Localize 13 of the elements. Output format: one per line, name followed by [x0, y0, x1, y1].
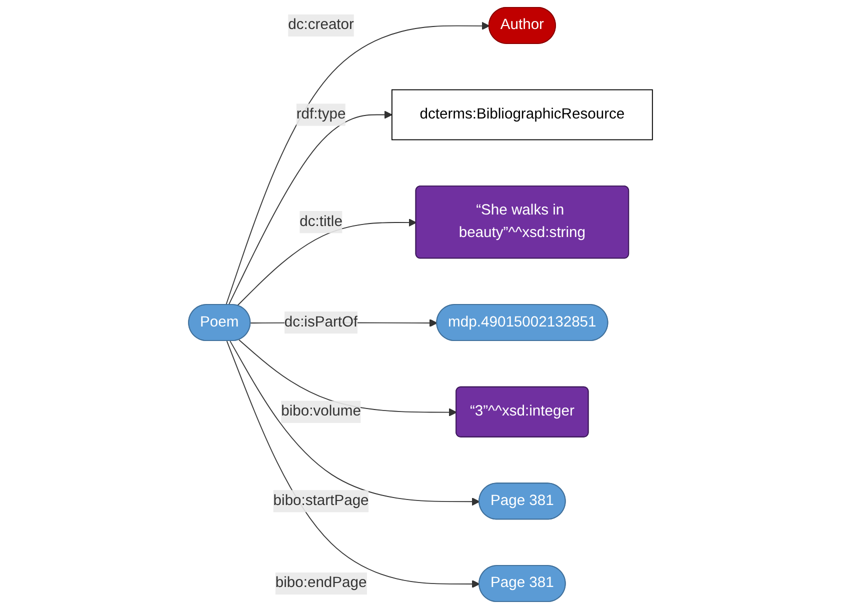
edge-label: dc:creator	[288, 17, 354, 33]
edge-label: bibo:endPage	[275, 575, 367, 591]
edge-label: rdf:type	[296, 106, 346, 122]
node-box: dcterms:BibliographicResource	[391, 89, 653, 140]
edge-label: dc:title	[300, 214, 342, 230]
edge-label: dc:isPartOf	[284, 314, 358, 330]
edge-label: bibo:startPage	[273, 492, 369, 509]
arrow	[230, 340, 480, 506]
edge-label: bibo:volume	[281, 404, 361, 420]
arrow	[226, 22, 490, 306]
arrow	[236, 218, 417, 306]
arrow	[226, 340, 480, 588]
arrow	[228, 110, 392, 306]
